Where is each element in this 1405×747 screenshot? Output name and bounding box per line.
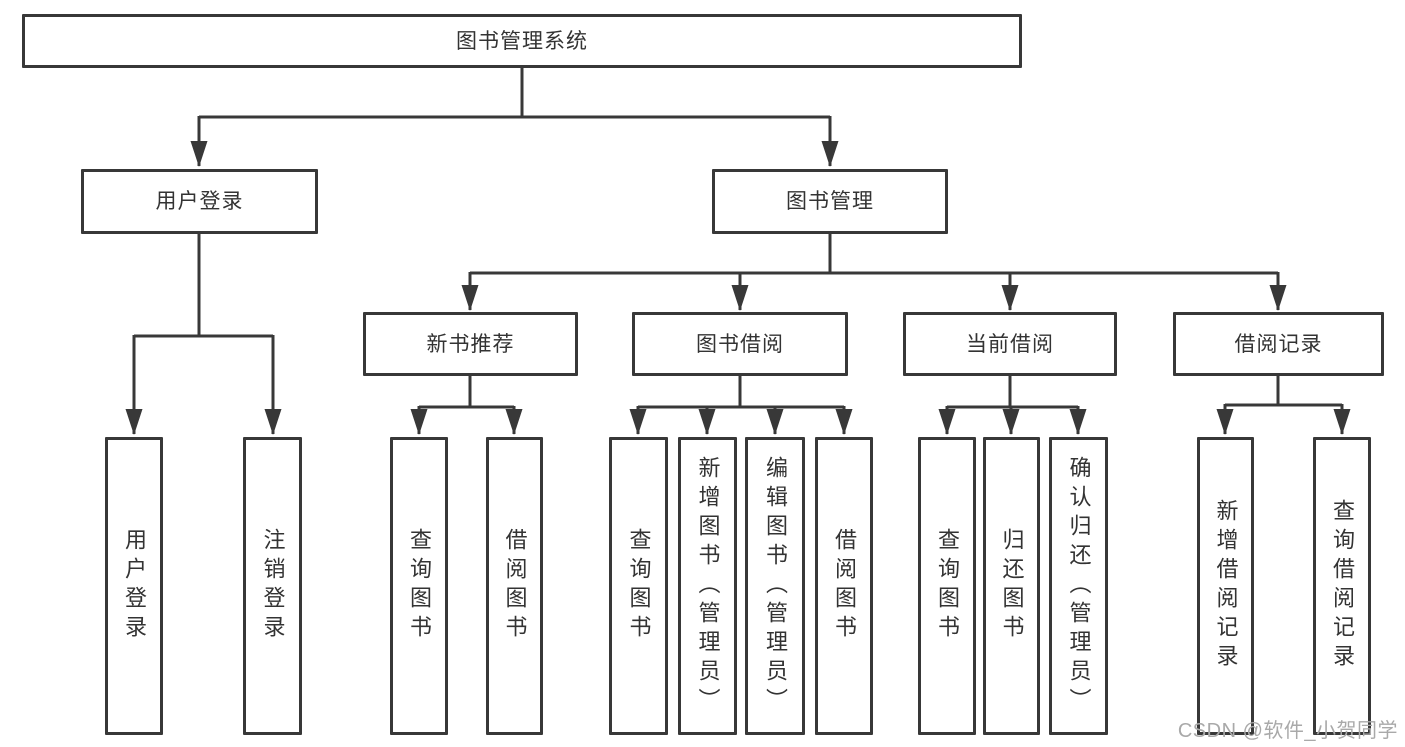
leaf-query-books-2: 查询图书 [609,437,668,735]
leaf-confirm-return-admin: 确认归还（管理员） [1049,437,1108,735]
node-label: 编辑图书（管理员） [763,455,788,717]
node-library-management-system: 图书管理系统 [22,14,1022,68]
node-label: 注销登录 [260,528,286,644]
leaf-logout: 注销登录 [243,437,302,735]
leaf-query-books-3: 查询图书 [918,437,976,735]
node-user-login: 用户登录 [81,169,318,234]
node-label: 新书推荐 [426,332,515,356]
leaf-query-borrow-record: 查询借阅记录 [1313,437,1371,735]
node-label: 新增图书（管理员） [695,455,721,717]
node-label: 用户登录 [155,190,244,213]
node-label: 图书管理 [786,190,874,213]
node-label: 查询图书 [407,528,432,644]
node-label: 查询图书 [626,528,652,644]
leaf-borrow-books-1: 借阅图书 [486,437,543,735]
node-borrowing-records: 借阅记录 [1173,312,1384,376]
node-label: 查询借阅记录 [1330,499,1355,673]
leaf-borrow-books-2: 借阅图书 [815,437,873,735]
node-label: 图书借阅 [696,332,784,356]
node-new-book-recommendation: 新书推荐 [363,312,578,376]
node-current-borrowing: 当前借阅 [903,312,1117,376]
leaf-return-books: 归还图书 [983,437,1040,735]
node-label: 借阅记录 [1234,332,1323,356]
node-book-management: 图书管理 [712,169,948,234]
node-label: 归还图书 [999,528,1025,644]
csdn-watermark: CSDN @软件_小贺同学 [1177,720,1398,742]
leaf-user-login: 用户登录 [105,437,163,735]
node-label: 当前借阅 [966,332,1054,356]
leaf-add-books-admin: 新增图书（管理员） [678,437,737,735]
node-label: 图书管理系统 [456,29,588,53]
node-label: 借阅图书 [502,528,528,644]
leaf-add-borrow-record: 新增借阅记录 [1197,437,1254,735]
leaf-edit-books-admin: 编辑图书（管理员） [745,437,805,735]
node-label: 查询图书 [935,528,960,644]
leaf-query-books-1: 查询图书 [390,437,448,735]
node-book-borrowing: 图书借阅 [632,312,848,376]
node-label: 用户登录 [122,528,147,644]
node-label: 借阅图书 [832,528,857,644]
node-label: 新增借阅记录 [1213,499,1239,673]
node-label: 确认归还（管理员） [1066,455,1092,717]
